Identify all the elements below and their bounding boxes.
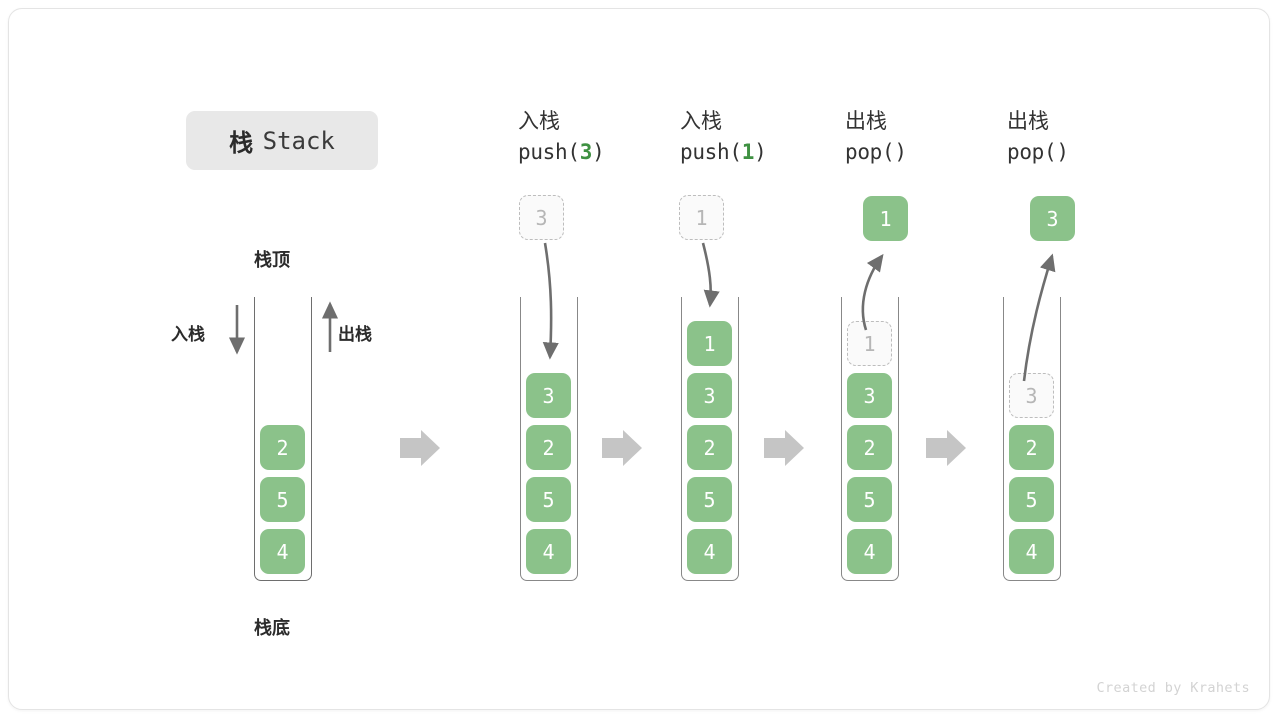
stack-container-pop-1	[841, 297, 899, 581]
outgoing-ghost-cell: 3	[1009, 373, 1054, 418]
stack-cell: 4	[1009, 529, 1054, 574]
stack-cell: 2	[1009, 425, 1054, 470]
stack-cell: 4	[526, 529, 571, 574]
stack-cell: 5	[260, 477, 305, 522]
outgoing-ghost-cell: 1	[847, 321, 892, 366]
operation-caption-pop-1: 出栈 pop()	[845, 106, 907, 168]
operation-name: 入栈	[518, 109, 560, 133]
stack-cell: 1	[687, 321, 732, 366]
stack-top-label: 栈顶	[254, 250, 290, 271]
credit-text: Created by Krahets	[1096, 680, 1250, 696]
stack-cell: 3	[687, 373, 732, 418]
stack-cell: 3	[847, 373, 892, 418]
stack-cell: 4	[847, 529, 892, 574]
operation-code: push(1)	[680, 140, 767, 164]
operation-code: pop()	[1007, 140, 1069, 164]
operation-name: 出栈	[845, 109, 887, 133]
stack-cell: 2	[847, 425, 892, 470]
stack-container-pop-3	[1003, 297, 1061, 581]
stack-cell: 3	[526, 373, 571, 418]
stack-container-initial	[254, 297, 312, 581]
operation-code: push(3)	[518, 140, 605, 164]
stack-bottom-label: 栈底	[254, 618, 290, 639]
stack-cell: 2	[260, 425, 305, 470]
stack-cell: 4	[260, 529, 305, 574]
popped-value-cell: 3	[1030, 196, 1075, 241]
stack-cell: 5	[526, 477, 571, 522]
incoming-ghost-cell: 3	[519, 195, 564, 240]
operation-caption-pop-3: 出栈 pop()	[1007, 106, 1069, 168]
operation-caption-push-3: 入栈 push(3)	[518, 106, 605, 168]
stack-cell: 5	[847, 477, 892, 522]
stack-cell: 2	[687, 425, 732, 470]
title-english: Stack	[262, 126, 335, 155]
stack-cell: 2	[526, 425, 571, 470]
operation-name: 入栈	[680, 109, 722, 133]
pop-direction-label: 出栈	[338, 325, 372, 345]
stack-container-push-1	[681, 297, 739, 581]
diagram-title: 栈 Stack	[186, 111, 378, 170]
push-direction-label: 入栈	[171, 325, 205, 345]
operation-code: pop()	[845, 140, 907, 164]
incoming-ghost-cell: 1	[679, 195, 724, 240]
operation-caption-push-1: 入栈 push(1)	[680, 106, 767, 168]
stack-container-push-3	[520, 297, 578, 581]
stack-cell: 5	[1009, 477, 1054, 522]
operation-name: 出栈	[1007, 109, 1049, 133]
stack-cell: 4	[687, 529, 732, 574]
popped-value-cell: 1	[863, 196, 908, 241]
stack-cell: 5	[687, 477, 732, 522]
title-chinese: 栈	[229, 129, 254, 157]
